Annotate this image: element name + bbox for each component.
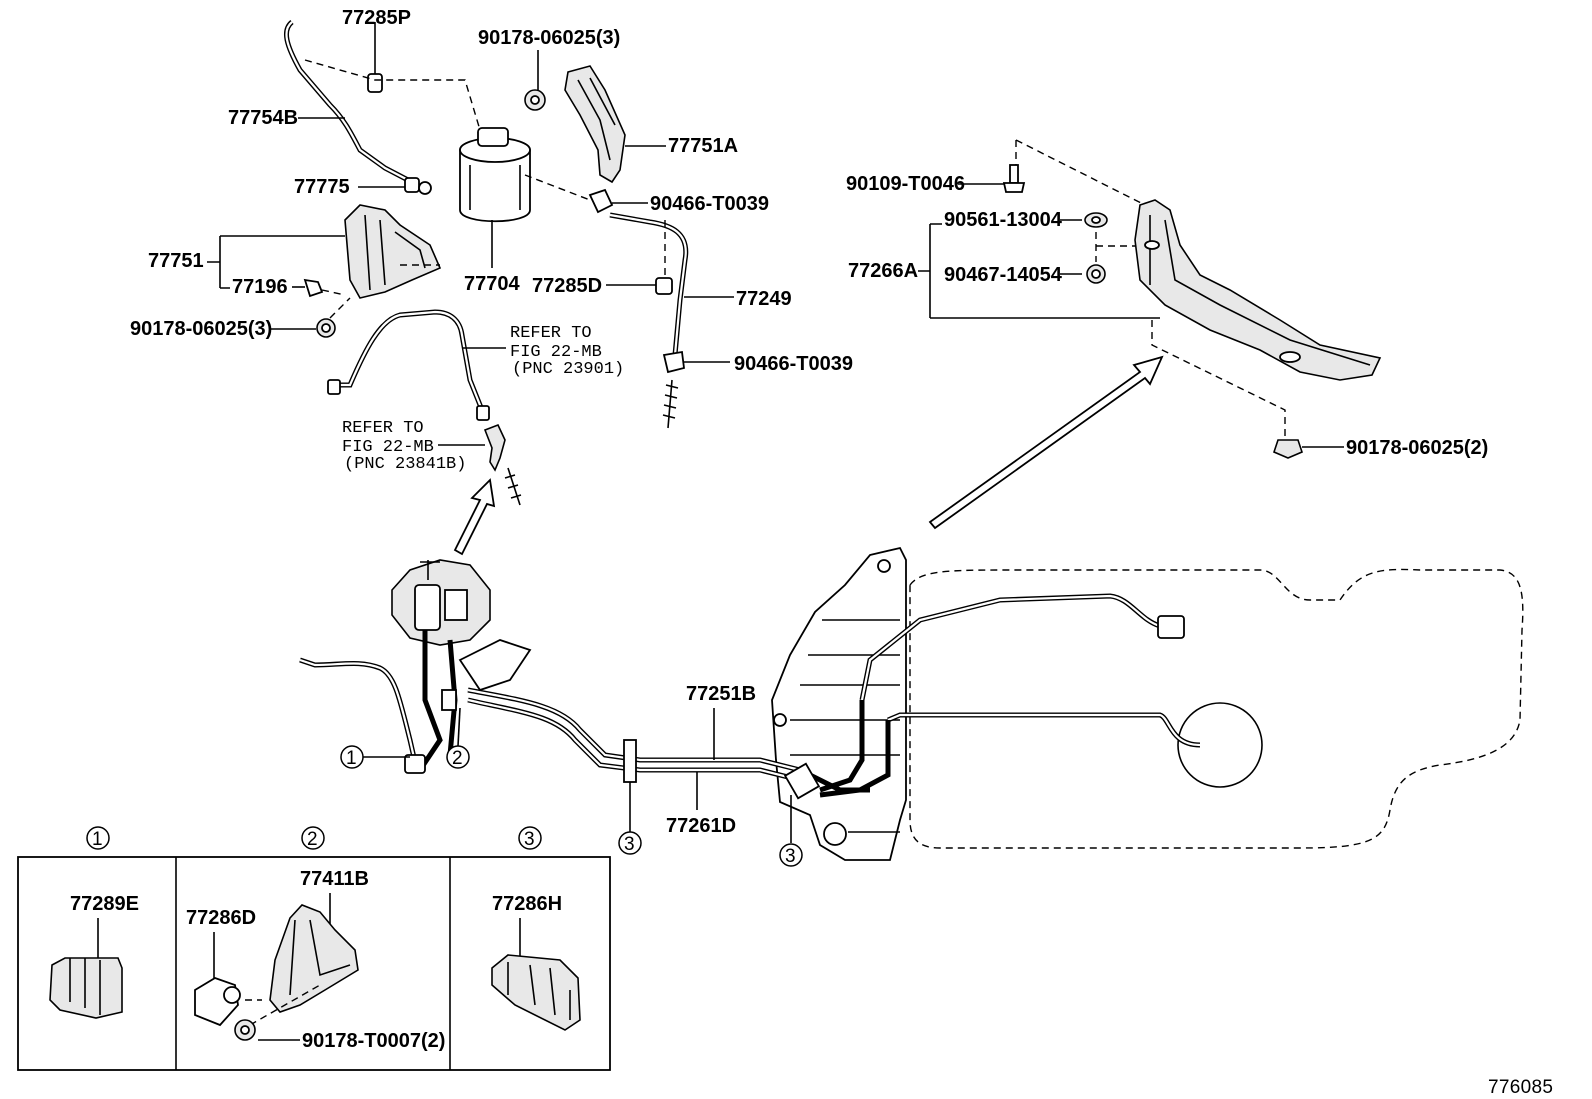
label-77196: 77196 <box>232 276 288 298</box>
legend-marker-1: 1 <box>92 829 103 850</box>
bolt-90109-T0046 <box>1002 164 1026 193</box>
bracket-77751 <box>344 204 442 299</box>
label-90561-13004: 90561-13004 <box>944 209 1063 231</box>
legend-boxes <box>17 856 611 1071</box>
bracket-77751A <box>564 65 626 184</box>
label-77249: 77249 <box>736 288 792 310</box>
marker-3-mid: 3 <box>624 834 635 855</box>
washer-90561-13004 <box>1084 212 1108 228</box>
label-77775: 77775 <box>294 176 350 198</box>
hose-77754B <box>283 20 410 183</box>
label-90467-14054: 90467-14054 <box>944 264 1063 286</box>
label-90178-06025-left: 90178-06025(3) <box>130 318 272 340</box>
arrow-to-detail-left <box>453 478 496 556</box>
nut-90178-06025-top <box>524 89 546 111</box>
clip-90466-T0039-a <box>588 188 614 214</box>
label-77751A: 77751A <box>668 135 738 157</box>
clamp-77289E <box>49 957 123 1019</box>
canister-77704 <box>459 127 531 223</box>
tank-pipes <box>819 593 1201 798</box>
label-77251B: 77251B <box>686 683 756 705</box>
label-77289E: 77289E <box>70 893 139 915</box>
marker-2-left: 2 <box>452 748 463 769</box>
label-77285D: 77285D <box>532 275 602 297</box>
clip-90466-T0039-b <box>662 350 685 374</box>
label-90109-T0046: 90109-T0046 <box>846 173 965 195</box>
legend-marker-3: 3 <box>524 829 535 850</box>
nut-90467-14054 <box>1086 264 1106 284</box>
label-77754B: 77754B <box>228 107 298 129</box>
fuel-lines-main <box>467 687 870 800</box>
ref1-line3: (PNC 23901) <box>512 360 624 379</box>
marker-1-left: 1 <box>346 748 357 769</box>
label-77704: 77704 <box>464 273 520 295</box>
label-77751: 77751 <box>148 250 204 272</box>
label-77286H: 77286H <box>492 893 562 915</box>
ref1-line1: REFER TO <box>510 324 592 343</box>
ref2-line3: (PNC 23841B) <box>344 455 466 474</box>
nut-90178-T0007 <box>234 1019 256 1041</box>
legend-marker-2: 2 <box>307 829 318 850</box>
heat-shield <box>771 546 907 861</box>
marker-3-right: 3 <box>785 846 796 867</box>
clip-77286D <box>194 977 241 1027</box>
protector-77266A <box>1134 199 1382 381</box>
fuel-pipe-23901 <box>327 309 490 421</box>
clip-77285D <box>655 277 673 295</box>
valve-23841B <box>483 423 522 506</box>
label-77411B: 77411B <box>300 868 369 890</box>
ref1-line2: FIG 22-MB <box>510 343 602 362</box>
hose-77249 <box>609 212 689 356</box>
ref2-line1: REFER TO <box>342 419 424 438</box>
label-77266A: 77266A <box>848 260 918 282</box>
label-77261D: 77261D <box>666 815 736 837</box>
ref2-line2: FIG 22-MB <box>342 438 434 457</box>
label-90178-T0007: 90178-T0007(2) <box>302 1030 445 1052</box>
nut-90178-06025-right <box>1273 439 1303 459</box>
label-90178-06025-right: 90178-06025(2) <box>1346 437 1488 459</box>
spring <box>662 379 679 429</box>
clip-77285P <box>367 22 383 93</box>
filler-assembly <box>299 559 532 774</box>
label-90466-T0039-a: 90466-T0039 <box>650 193 769 215</box>
nut-90178-06025-left <box>316 318 336 338</box>
label-77285P: 77285P <box>342 7 411 29</box>
label-77286D: 77286D <box>186 907 256 929</box>
connector-77775 <box>404 177 432 195</box>
label-90178-06025-top: 90178-06025(3) <box>478 27 620 49</box>
label-90466-T0039-b: 90466-T0039 <box>734 353 853 375</box>
clamp-77286H <box>491 954 581 1031</box>
arrow-to-detail-right <box>928 355 1164 530</box>
diagram-id: 776085 <box>1488 1077 1553 1098</box>
bracket-77411B <box>269 904 359 1013</box>
clip-77196 <box>303 278 324 298</box>
